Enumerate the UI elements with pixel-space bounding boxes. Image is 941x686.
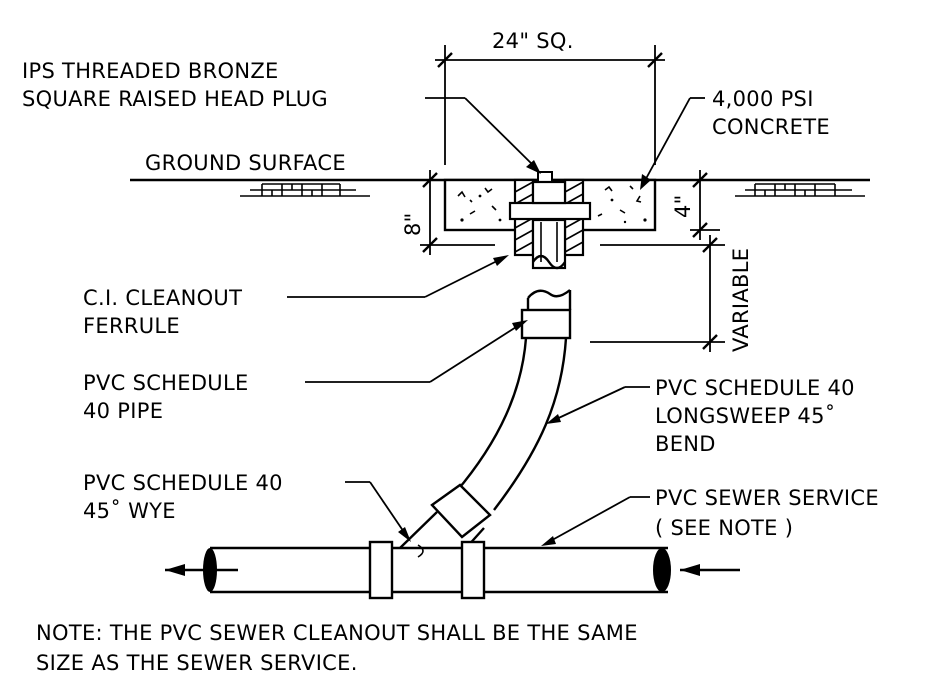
note-line2: SIZE AS THE SEWER SERVICE. [36,651,358,675]
label-pipe-line1: PVC SCHEDULE [83,371,249,395]
earth-hatch-right [735,183,865,197]
label-service-line1: PVC SEWER SERVICE [655,486,879,510]
label-ferrule-line2: FERRULE [83,314,180,338]
label-concrete-line2: CONCRETE [712,115,830,139]
label-service-line2: ( SEE NOTE ) [655,516,793,540]
label-concrete-line1: 4,000 PSI [712,87,814,111]
dimension-depth-left [420,170,495,255]
dimension-depth-right [690,170,720,240]
leader-lines [287,97,705,546]
label-wye-line1: PVC SCHEDULE 40 [83,471,283,495]
earth-hatch-left [240,183,370,197]
label-ferrule-line1: C.I. CLEANOUT [83,286,242,310]
label-bend-line3: BEND [655,432,716,456]
dimension-width [435,45,665,165]
dimension-variable [590,235,725,352]
wye-fitting [399,483,492,549]
label-bend-line2: LONGSWEEP 45˚ [655,404,836,428]
bronze-plug [508,171,592,221]
label-plug-line1: IPS THREADED BRONZE [22,59,279,83]
label-dim-depth-left: 8" [401,212,425,236]
label-dim-variable: VARIABLE [729,248,753,352]
label-bend-line1: PVC SCHEDULE 40 [655,376,855,400]
label-dim-width: 24" SQ. [492,29,574,53]
label-dim-depth-right: 4" [671,194,695,218]
label-wye-line2: 45˚ WYE [83,499,176,523]
note-line1: NOTE: THE PVC SEWER CLEANOUT SHALL BE TH… [36,621,638,645]
riser-pipe [455,289,572,511]
label-ground-surface: GROUND SURFACE [145,151,346,175]
label-pipe-line2: 40 PIPE [83,399,163,423]
label-plug-line2: SQUARE RAISED HEAD PLUG [22,87,328,111]
main-sewer-pipe [165,540,740,600]
